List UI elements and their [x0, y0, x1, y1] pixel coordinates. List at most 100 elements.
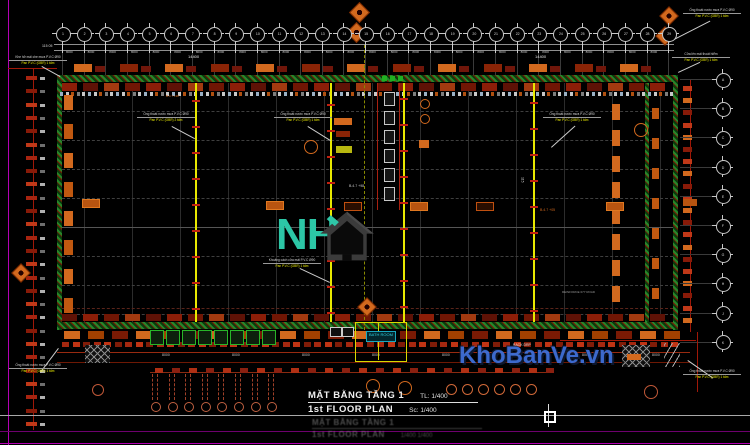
cad-shape [620, 92, 623, 96]
cad-shape [303, 342, 311, 347]
cad-circle-symbol [525, 383, 537, 395]
grid-bubble: 28 [640, 26, 656, 42]
cad-shape [40, 196, 45, 200]
cad-shape [400, 331, 416, 339]
cad-shape [390, 76, 395, 81]
cad-shape [110, 92, 114, 96]
dimension-text: 8000 [217, 50, 225, 54]
annotation-line1: Ống thoát nước mưa P.V.C Ø90 [274, 112, 332, 118]
cad-shape [26, 222, 37, 227]
cad-label: REINFORCE 077 ROAD [562, 290, 596, 294]
pickbox-grip[interactable] [544, 411, 556, 423]
cad-shape [595, 66, 606, 72]
cad-shape [400, 280, 408, 282]
cad-shape [516, 83, 517, 322]
cad-line [377, 83, 378, 210]
cad-shape [321, 40, 323, 75]
cad-shape [251, 314, 266, 321]
cad-shape [545, 314, 560, 321]
cad-shape [450, 342, 458, 347]
footing-symbol [184, 402, 195, 412]
annotation-line2: Pan P.V.C (GBR) 2 tấm [149, 117, 183, 122]
cad-shape [683, 269, 692, 274]
cad-shape [534, 342, 542, 347]
dimension-text: 8000 [162, 353, 170, 357]
cad-shape [183, 92, 187, 96]
cad-line [57, 352, 690, 353]
cad-shape [192, 230, 200, 232]
cad-shape [146, 342, 153, 347]
cad-shape [377, 314, 392, 321]
cad-shape [26, 342, 37, 346]
cad-shape [564, 83, 565, 322]
cad-shape [366, 331, 396, 342]
footing-line [173, 374, 175, 400]
cad-shape [680, 312, 715, 314]
cad-shape [377, 83, 392, 91]
cad-shape [668, 40, 670, 75]
cad-shape [192, 308, 200, 310]
cad-shape [327, 208, 335, 210]
dimension-text: 8000 [195, 50, 203, 54]
cad-shape [64, 298, 73, 313]
cad-shape [530, 102, 538, 104]
dimension-text: 8000 [369, 50, 376, 54]
cad-shape [482, 83, 497, 91]
cad-shape [26, 421, 37, 426]
cad-shape [293, 342, 300, 347]
cad-shape [419, 140, 429, 148]
cad-shape [64, 153, 73, 168]
cad-shape [629, 314, 644, 321]
cad-shape [40, 369, 45, 373]
cad-shape [652, 288, 659, 299]
cad-shape [83, 40, 85, 75]
cad-shape [612, 130, 620, 146]
cad-shape [170, 42, 172, 53]
cad-shape [192, 100, 200, 102]
cad-shape [670, 92, 674, 96]
grid-bubble: 1 [55, 26, 71, 42]
grid-bubble: 12 [293, 26, 309, 42]
crosshair-cursor[interactable] [548, 404, 549, 427]
cad-shape [186, 66, 196, 72]
cad-shape [192, 126, 200, 128]
grid-bubble: D [715, 160, 731, 176]
cad-shape [213, 42, 215, 53]
cad-shape [616, 331, 632, 339]
cad-shape [40, 343, 45, 346]
footing-symbol [234, 402, 244, 412]
cad-shape [40, 183, 45, 187]
cad-shape [262, 330, 276, 345]
cad-shape [587, 83, 602, 91]
cad-shape [40, 249, 45, 253]
cad-circle-symbol [644, 385, 658, 399]
footing-line [223, 374, 225, 400]
cad-shape [121, 92, 125, 96]
section-marker-icon [348, 1, 371, 24]
cad-shape [335, 314, 350, 321]
cad-shape [592, 92, 595, 96]
cad-shape [660, 83, 661, 322]
cad-shape [373, 92, 377, 96]
cad-shape [564, 92, 567, 96]
cad-shape [440, 342, 447, 347]
cad-shape [558, 92, 562, 96]
cad-shape [440, 83, 455, 91]
cad-shape [64, 124, 73, 139]
cad-shape [581, 40, 583, 75]
cad-shape [355, 322, 407, 362]
cad-shape [40, 329, 45, 333]
cad-shape [429, 342, 437, 347]
cad-shape [645, 83, 649, 322]
cad-shape [400, 124, 408, 126]
cad-shape [652, 228, 659, 239]
annotation-line2: Pan P.V.C (GBR) 1 tấm [286, 117, 320, 122]
cad-shape [396, 92, 399, 96]
cad-shape [413, 66, 424, 72]
cad-shape [40, 409, 45, 413]
cad-shape [144, 92, 147, 96]
cad-shape [618, 342, 626, 347]
footing-line [235, 374, 236, 400]
